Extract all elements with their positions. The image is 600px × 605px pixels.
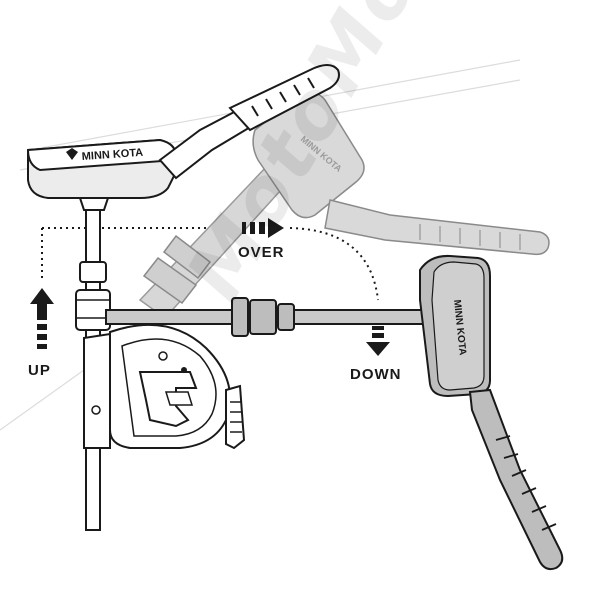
label-up: UP <box>28 362 51 379</box>
ghost-handle-raised: MINN KOTA <box>138 91 550 320</box>
head-logo-text: MINN KOTA <box>81 147 143 163</box>
handle-tilted-down: MINN KOTA <box>419 254 564 571</box>
arrow-up-icon <box>30 288 54 349</box>
mount-bracket <box>83 323 246 450</box>
motor-head: MINN KOTA <box>26 64 340 211</box>
label-down: DOWN <box>350 366 402 383</box>
arrow-right-icon <box>242 218 284 238</box>
arrow-down-icon <box>366 326 390 356</box>
minn-kota-logo-icon <box>66 148 78 160</box>
motion-path-guide <box>42 227 379 301</box>
handle-shaft-horizontal <box>105 297 437 337</box>
label-over: OVER <box>238 244 285 261</box>
